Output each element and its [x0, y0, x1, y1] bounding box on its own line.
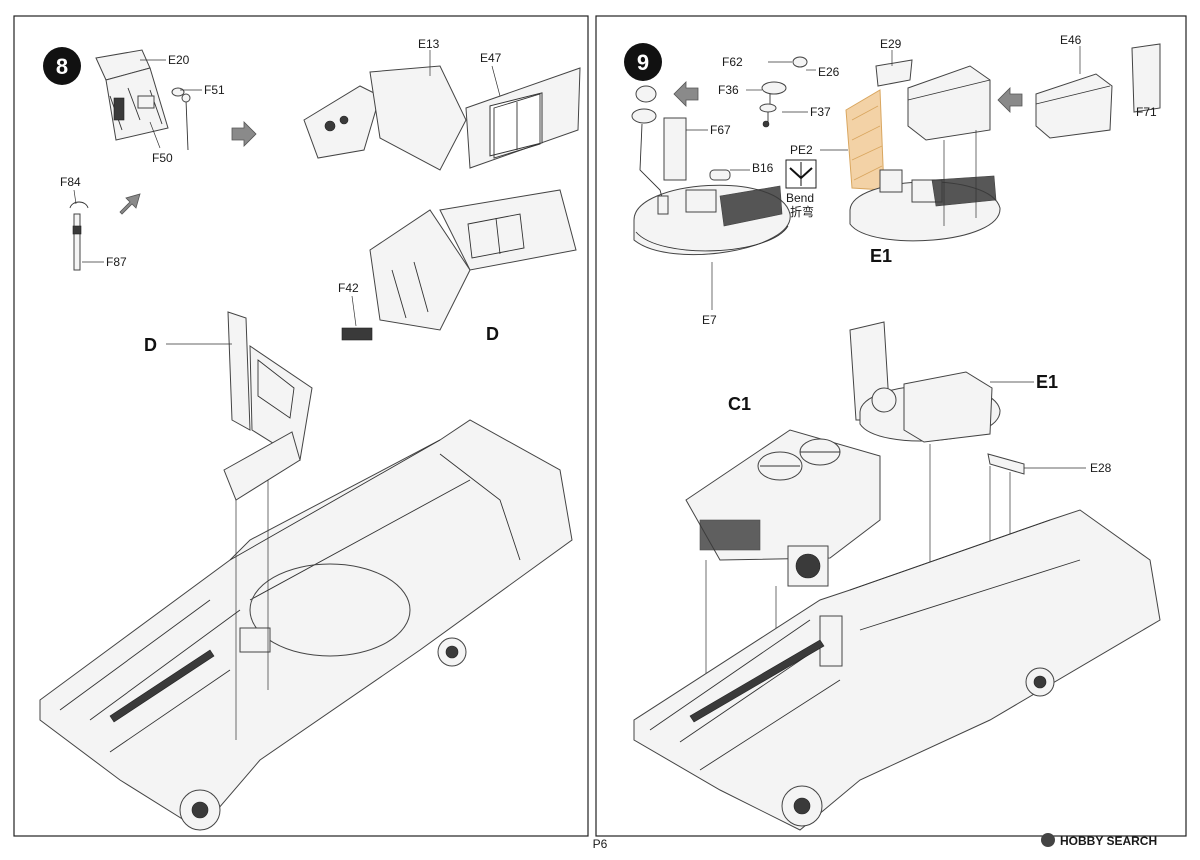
label-f51: F51	[204, 83, 225, 97]
box-e46	[1035, 43, 1161, 139]
label-f67: F67	[710, 123, 731, 137]
wall-assembly-d	[369, 189, 577, 331]
label-b16: B16	[752, 161, 774, 175]
label-e1-small: E1	[870, 246, 892, 266]
step8-number: 8	[56, 54, 68, 79]
label-f36: F36	[718, 83, 739, 97]
label-d-right: D	[486, 324, 499, 344]
chassis-right	[633, 509, 1161, 831]
turntable-e1-small	[849, 59, 1001, 242]
label-d-left: D	[144, 335, 157, 355]
label-e47: E47	[480, 51, 502, 65]
watermark: HOBBY SEARCH	[1041, 833, 1157, 848]
step9-frame	[595, 15, 1187, 837]
turntable-e1-big	[849, 321, 1001, 680]
label-c1: C1	[728, 394, 751, 414]
arrow-left-icon-2	[997, 87, 1023, 113]
page-number: P6	[593, 837, 608, 851]
arrow-right-icon	[231, 121, 257, 147]
panel-d-on-chassis	[223, 311, 313, 740]
chassis-left	[39, 419, 573, 831]
label-f62: F62	[722, 55, 743, 69]
label-f50: F50	[152, 151, 173, 165]
step8-frame	[13, 15, 589, 837]
label-f84: F84	[60, 175, 81, 189]
label-f87: F87	[106, 255, 127, 269]
label-e13: E13	[418, 37, 440, 51]
arrow-diagonal-icon	[119, 193, 141, 215]
label-bend-cn: 折弯	[790, 204, 814, 219]
label-pe2: PE2	[790, 143, 813, 157]
label-e7: E7	[702, 313, 717, 327]
label-f42: F42	[338, 281, 359, 295]
label-f71: F71	[1136, 105, 1157, 119]
arrow-left-icon	[673, 81, 699, 107]
label-e26: E26	[818, 65, 840, 79]
label-e20: E20	[168, 53, 190, 67]
seat-subassembly	[95, 49, 191, 151]
watermark-text: HOBBY SEARCH	[1060, 834, 1157, 848]
turntable-e7	[631, 85, 791, 256]
step9-badge: 9	[624, 43, 662, 81]
wall-assembly-top	[303, 65, 581, 171]
label-e1-big: E1	[1036, 372, 1058, 392]
lever-part	[69, 201, 89, 271]
pe2-mesh-part	[845, 89, 885, 191]
bend-icon	[785, 159, 817, 189]
label-e29: E29	[880, 37, 902, 51]
label-e28: E28	[1090, 461, 1112, 475]
engine-c1	[685, 429, 881, 720]
small-parts-cluster	[759, 56, 808, 128]
step9-number: 9	[637, 50, 649, 75]
label-f37: F37	[810, 105, 831, 119]
label-bend: Bend	[786, 191, 814, 205]
label-e46: E46	[1060, 33, 1082, 47]
step8-badge: 8	[43, 47, 81, 85]
